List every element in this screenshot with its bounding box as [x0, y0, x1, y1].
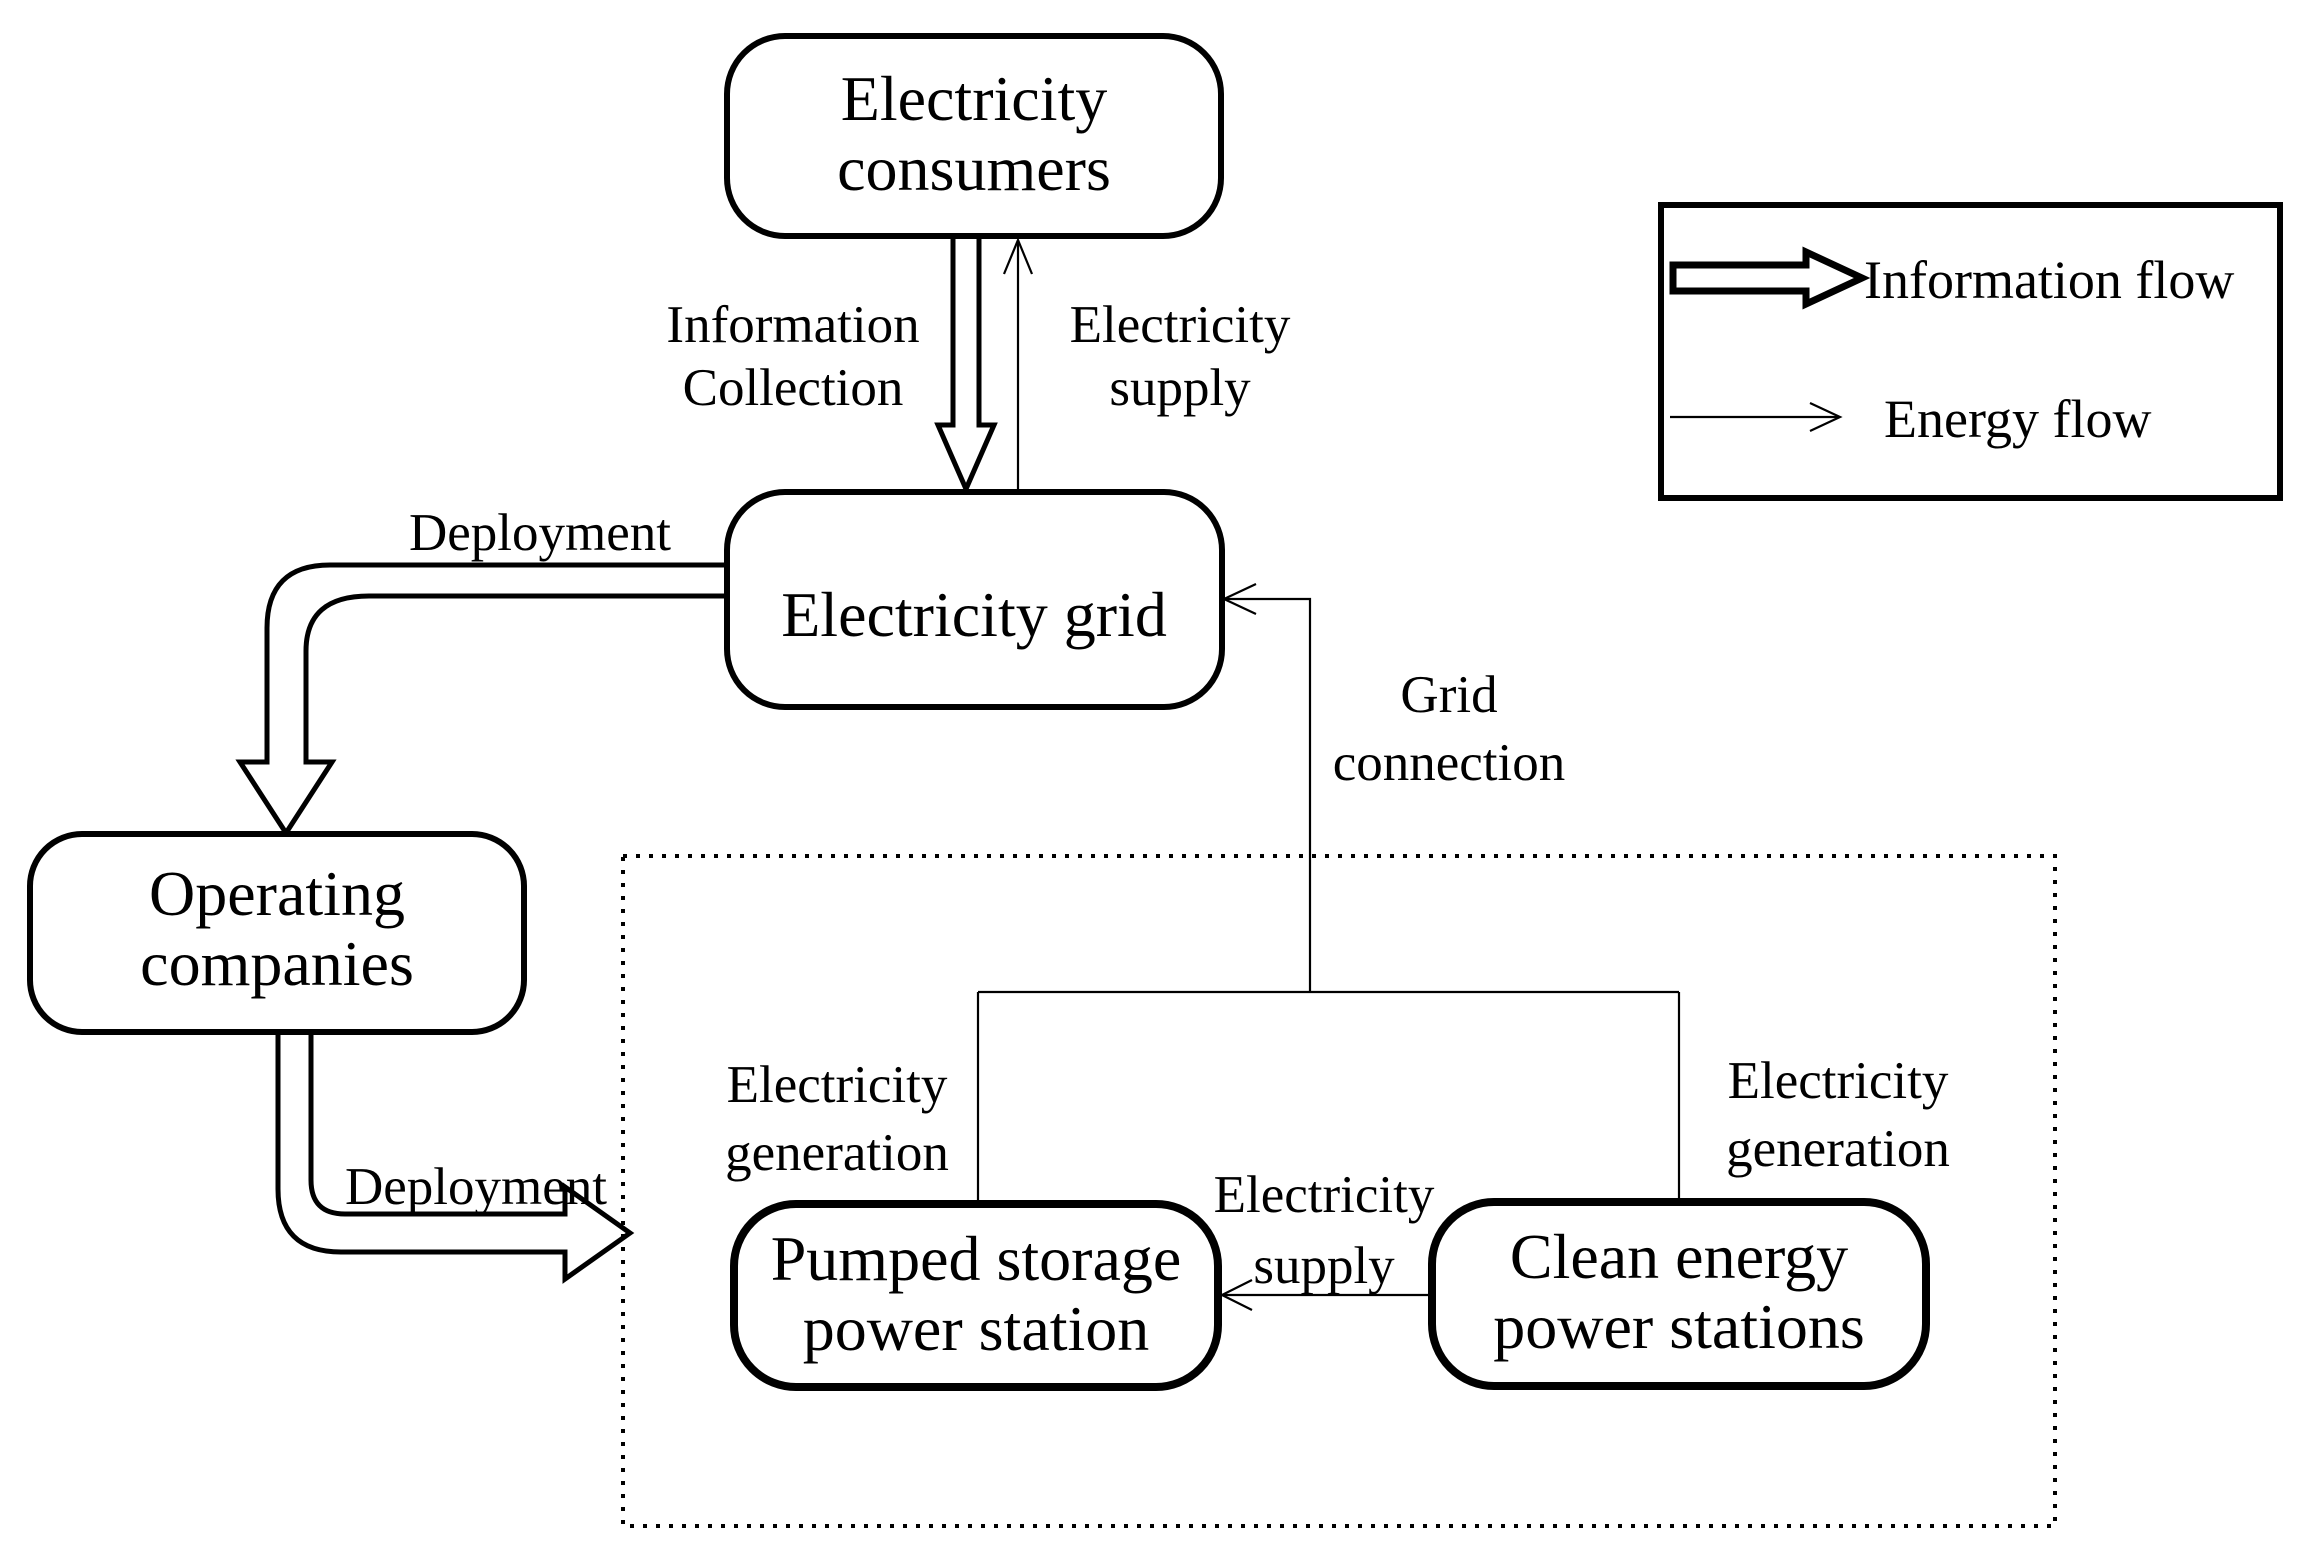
information-collection-arrow	[934, 238, 998, 496]
label-electricity-generation-right-line2: generation	[1726, 1120, 1950, 1178]
label-electricity-generation-left-line1: Electricity	[727, 1056, 948, 1114]
information-flow-arrow-icon	[1669, 246, 1871, 310]
arrowhead-up-icon	[1002, 237, 1034, 275]
node-pumped-storage-label-line2: power station	[803, 1293, 1150, 1364]
node-electricity-consumers	[724, 33, 1224, 239]
label-information-collection-line2: Collection	[683, 359, 904, 417]
node-electricity-consumers-label-line2: consumers	[837, 133, 1111, 204]
label-electricity-supply-top-line2: supply	[1109, 359, 1251, 417]
node-operating-companies-label-line1: Operating	[149, 858, 405, 929]
node-clean-energy-label-line2: power stations	[1493, 1291, 1865, 1362]
edge-labels: Information Collection Electricity suppl…	[345, 296, 1950, 1295]
label-grid-connection-line1: Grid	[1400, 666, 1497, 724]
information-flow-arrows	[235, 238, 998, 1284]
node-pumped-storage-label-line1: Pumped storage	[771, 1223, 1182, 1294]
energy-flow-lines	[976, 237, 1681, 1311]
legend-border	[1658, 202, 2283, 501]
arrowhead-right-icon	[1809, 402, 1843, 432]
label-deployment-lower: Deployment	[345, 1158, 607, 1216]
legend-energy-flow-label: Energy flow	[1884, 389, 2151, 449]
label-electricity-supply-bottom-line1: Electricity	[1214, 1166, 1435, 1224]
label-information-collection-line1: Information	[666, 296, 919, 354]
node-pumped-storage	[730, 1200, 1222, 1391]
legend: Information flow Energy flow	[1658, 202, 2283, 501]
node-electricity-grid	[724, 489, 1225, 710]
node-electricity-consumers-label-line1: Electricity	[841, 63, 1108, 134]
node-clean-energy-label-line1: Clean energy	[1510, 1221, 1848, 1292]
label-electricity-supply-top-line1: Electricity	[1070, 296, 1291, 354]
grid-connection-line	[1224, 597, 1312, 992]
legend-information-flow-label: Information flow	[1864, 250, 2234, 310]
node-electricity-grid-label: Electricity grid	[781, 579, 1167, 650]
node-operating-companies-label-line2: companies	[140, 928, 414, 999]
node-clean-energy	[1428, 1198, 1930, 1390]
power-stations-group-border	[621, 854, 2057, 1528]
label-electricity-supply-bottom-line2: supply	[1253, 1237, 1395, 1295]
label-electricity-generation-right-line1: Electricity	[1728, 1052, 1949, 1110]
deployment-arrow-lower	[275, 1032, 635, 1284]
nodes: Electricity consumers Electricity grid O…	[27, 33, 1930, 1391]
label-deployment-upper: Deployment	[409, 504, 671, 562]
label-grid-connection-line2: connection	[1333, 734, 1566, 792]
deployment-arrow-upper	[235, 562, 727, 838]
node-operating-companies	[27, 831, 527, 1035]
label-electricity-generation-left-line2: generation	[725, 1124, 949, 1182]
